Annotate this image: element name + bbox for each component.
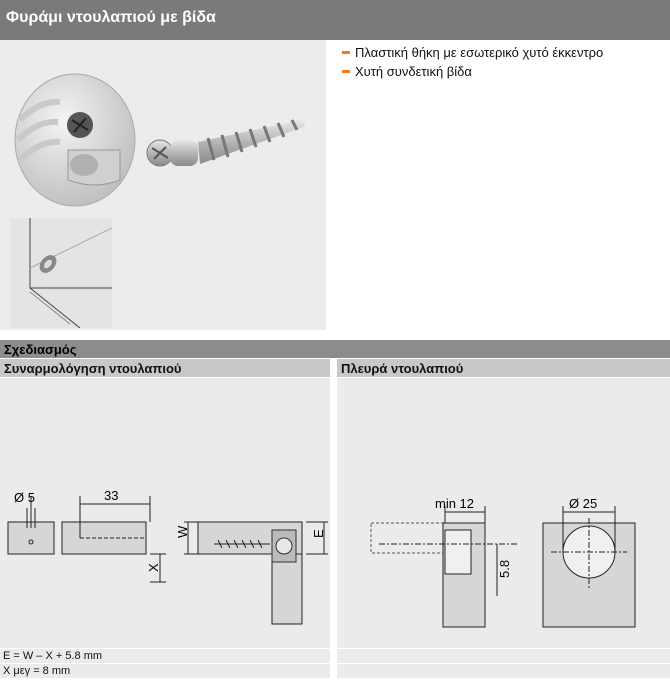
side-subheader: Πλευρά ντουλαπιού	[337, 359, 670, 377]
dim-58-label: 5.8	[497, 560, 512, 578]
page-header: Φυράμι ντουλαπιού με βίδα	[0, 0, 670, 40]
section-title: Σχεδιασμός	[4, 342, 77, 357]
orange-dash-icon	[342, 70, 350, 73]
side-title: Πλευρά ντουλαπιού	[341, 361, 464, 376]
assembly-drawing-panel: Ø 5 33 W X E	[0, 378, 330, 648]
dim-min-label: min 12	[435, 496, 474, 511]
assembly-title: Συναρμολόγηση ντουλαπιού	[4, 361, 182, 376]
side-drawing: min 12 5.8 Ø 25	[370, 496, 636, 628]
dim-length-label: 33	[104, 488, 118, 503]
page-title: Φυράμι ντουλαπιού με βίδα	[6, 9, 216, 26]
dim-x-label: X	[146, 563, 161, 572]
feature-item: Πλαστική θήκη με εσωτερικό χυτό έκκεντρο	[342, 43, 603, 62]
assembly-subheader: Συναρμολόγηση ντουλαπιού	[0, 359, 330, 377]
note-max-text: X μεγ = 8 mm	[3, 665, 71, 677]
feature-item: Χυτή συνδετική βίδα	[342, 62, 603, 81]
note-max: X μεγ = 8 mm	[0, 664, 330, 678]
side-drawing-panel: min 12 5.8 Ø 25	[337, 378, 670, 648]
feature-list: Πλαστική θήκη με εσωτερικό χυτό έκκεντρο…	[342, 43, 603, 81]
assembly-drawing: Ø 5 33 W X E	[5, 488, 328, 625]
note-formula: E = W – X + 5.8 mm	[0, 649, 330, 663]
note-row-right	[337, 664, 670, 678]
feature-text: Χυτή συνδετική βίδα	[355, 64, 472, 79]
dim-side-diameter-label: Ø 25	[569, 496, 597, 511]
orange-dash-icon	[342, 51, 350, 54]
dim-diameter-label: Ø 5	[14, 490, 35, 505]
dim-w-label: W	[175, 525, 190, 538]
product-photo-panel	[0, 40, 326, 330]
feature-text: Πλαστική θήκη με εσωτερικό χυτό έκκεντρο	[355, 45, 604, 60]
section-header: Σχεδιασμός	[0, 340, 670, 358]
installation-sketch	[10, 218, 112, 328]
dim-e-label: E	[311, 529, 326, 538]
product-image	[14, 73, 306, 207]
note-formula-text: E = W – X + 5.8 mm	[3, 650, 103, 662]
note-row-right	[337, 649, 670, 663]
